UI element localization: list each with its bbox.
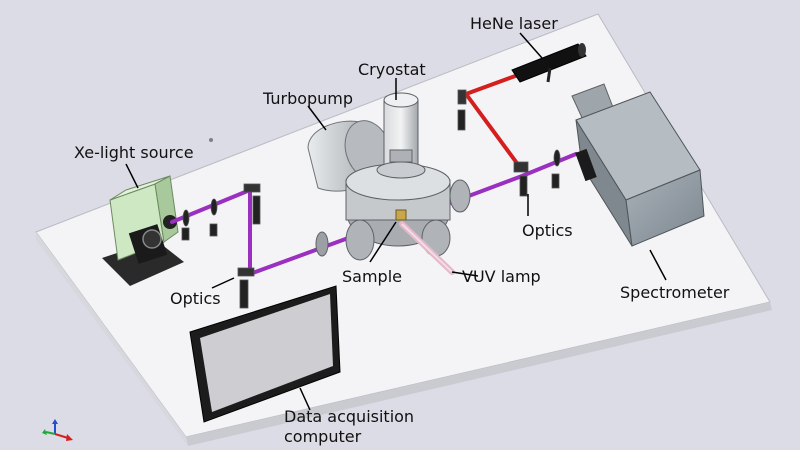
label-computer: computer [284,427,362,446]
label-vuv-lamp: VUV lamp [462,267,541,286]
label-optics-left: Optics [170,289,221,308]
table-hole [209,138,213,142]
label-optics-right: Optics [522,221,573,240]
label-hene-laser: HeNe laser [470,14,558,33]
label-cryostat: Cryostat [358,60,426,79]
optical-table-left-edge [36,232,188,446]
label-data-acquisition: Data acquisition [284,407,414,426]
data-acquisition-monitor[interactable] [189,285,341,423]
laser-beam-path [464,73,524,172]
label-sample: Sample [342,267,402,286]
optics-mounts-left[interactable] [181,183,261,309]
optical-table-edge [186,302,772,446]
cryostat[interactable] [376,92,426,179]
sample-holder[interactable] [395,209,407,221]
label-spectrometer: Spectrometer [620,283,730,302]
spectrometer[interactable] [571,83,705,247]
vuv-lamp[interactable] [399,221,455,275]
label-turbopump: Turbopump [262,89,353,108]
xe-light-source[interactable] [102,175,184,286]
hene-laser[interactable] [511,43,587,83]
label-xe-light-source: Xe-light source [74,143,194,162]
leader-lines [125,32,667,411]
axis-triad-icon [42,419,73,441]
